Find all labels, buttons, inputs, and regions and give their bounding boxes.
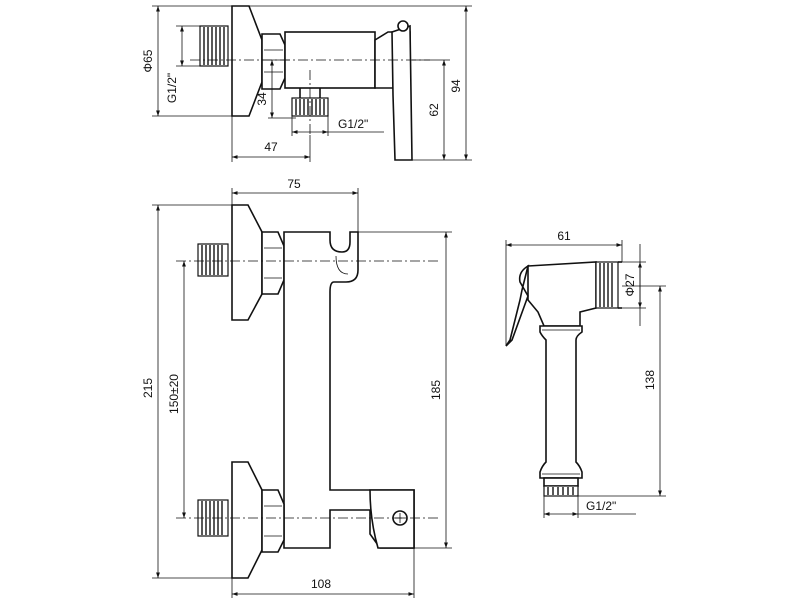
top-view-lever bbox=[391, 24, 413, 161]
front-view-cartridge bbox=[369, 489, 415, 549]
dim-top-height-62: 62 bbox=[427, 103, 441, 117]
dim-front-total-width: 108 bbox=[311, 577, 331, 591]
dim-top-outlet-offset: 34 bbox=[255, 92, 269, 106]
front-view: 75 215 150±20 185 108 bbox=[141, 177, 452, 598]
top-view: Φ65 G1/2" 34 G1/2" 47 62 94 bbox=[141, 5, 472, 162]
hand-shower-handle bbox=[539, 325, 583, 479]
dim-hand-connection-thread: G1/2" bbox=[586, 499, 616, 513]
dim-top-diameter: Φ65 bbox=[141, 49, 155, 72]
dim-front-width-top: 75 bbox=[287, 177, 301, 191]
dim-top-height-94: 94 bbox=[449, 79, 463, 93]
hand-shower-view: 61 Φ27 138 G1/2" bbox=[505, 229, 666, 518]
hand-shower-head bbox=[527, 261, 597, 327]
dim-hand-height: 138 bbox=[643, 370, 657, 390]
hand-shower-trigger bbox=[505, 264, 530, 347]
front-view-top-flange bbox=[231, 204, 263, 321]
dim-front-center-distance: 150±20 bbox=[167, 374, 181, 414]
top-view-hex-nut bbox=[261, 33, 286, 90]
top-view-inlet-hatch bbox=[203, 27, 225, 65]
dim-front-total-height: 215 bbox=[141, 378, 155, 398]
front-view-bottom-flange bbox=[231, 461, 263, 579]
dim-top-depth: 47 bbox=[264, 140, 278, 154]
dim-top-inlet-thread: G1/2" bbox=[165, 73, 179, 103]
dim-front-body-height: 185 bbox=[429, 380, 443, 400]
dim-hand-length: 61 bbox=[557, 229, 571, 243]
dim-hand-head-diameter: Φ27 bbox=[623, 273, 637, 296]
front-view-top-inlet bbox=[197, 243, 229, 277]
dim-top-outlet-thread: G1/2" bbox=[338, 117, 368, 131]
hand-shower-connector bbox=[543, 485, 579, 497]
